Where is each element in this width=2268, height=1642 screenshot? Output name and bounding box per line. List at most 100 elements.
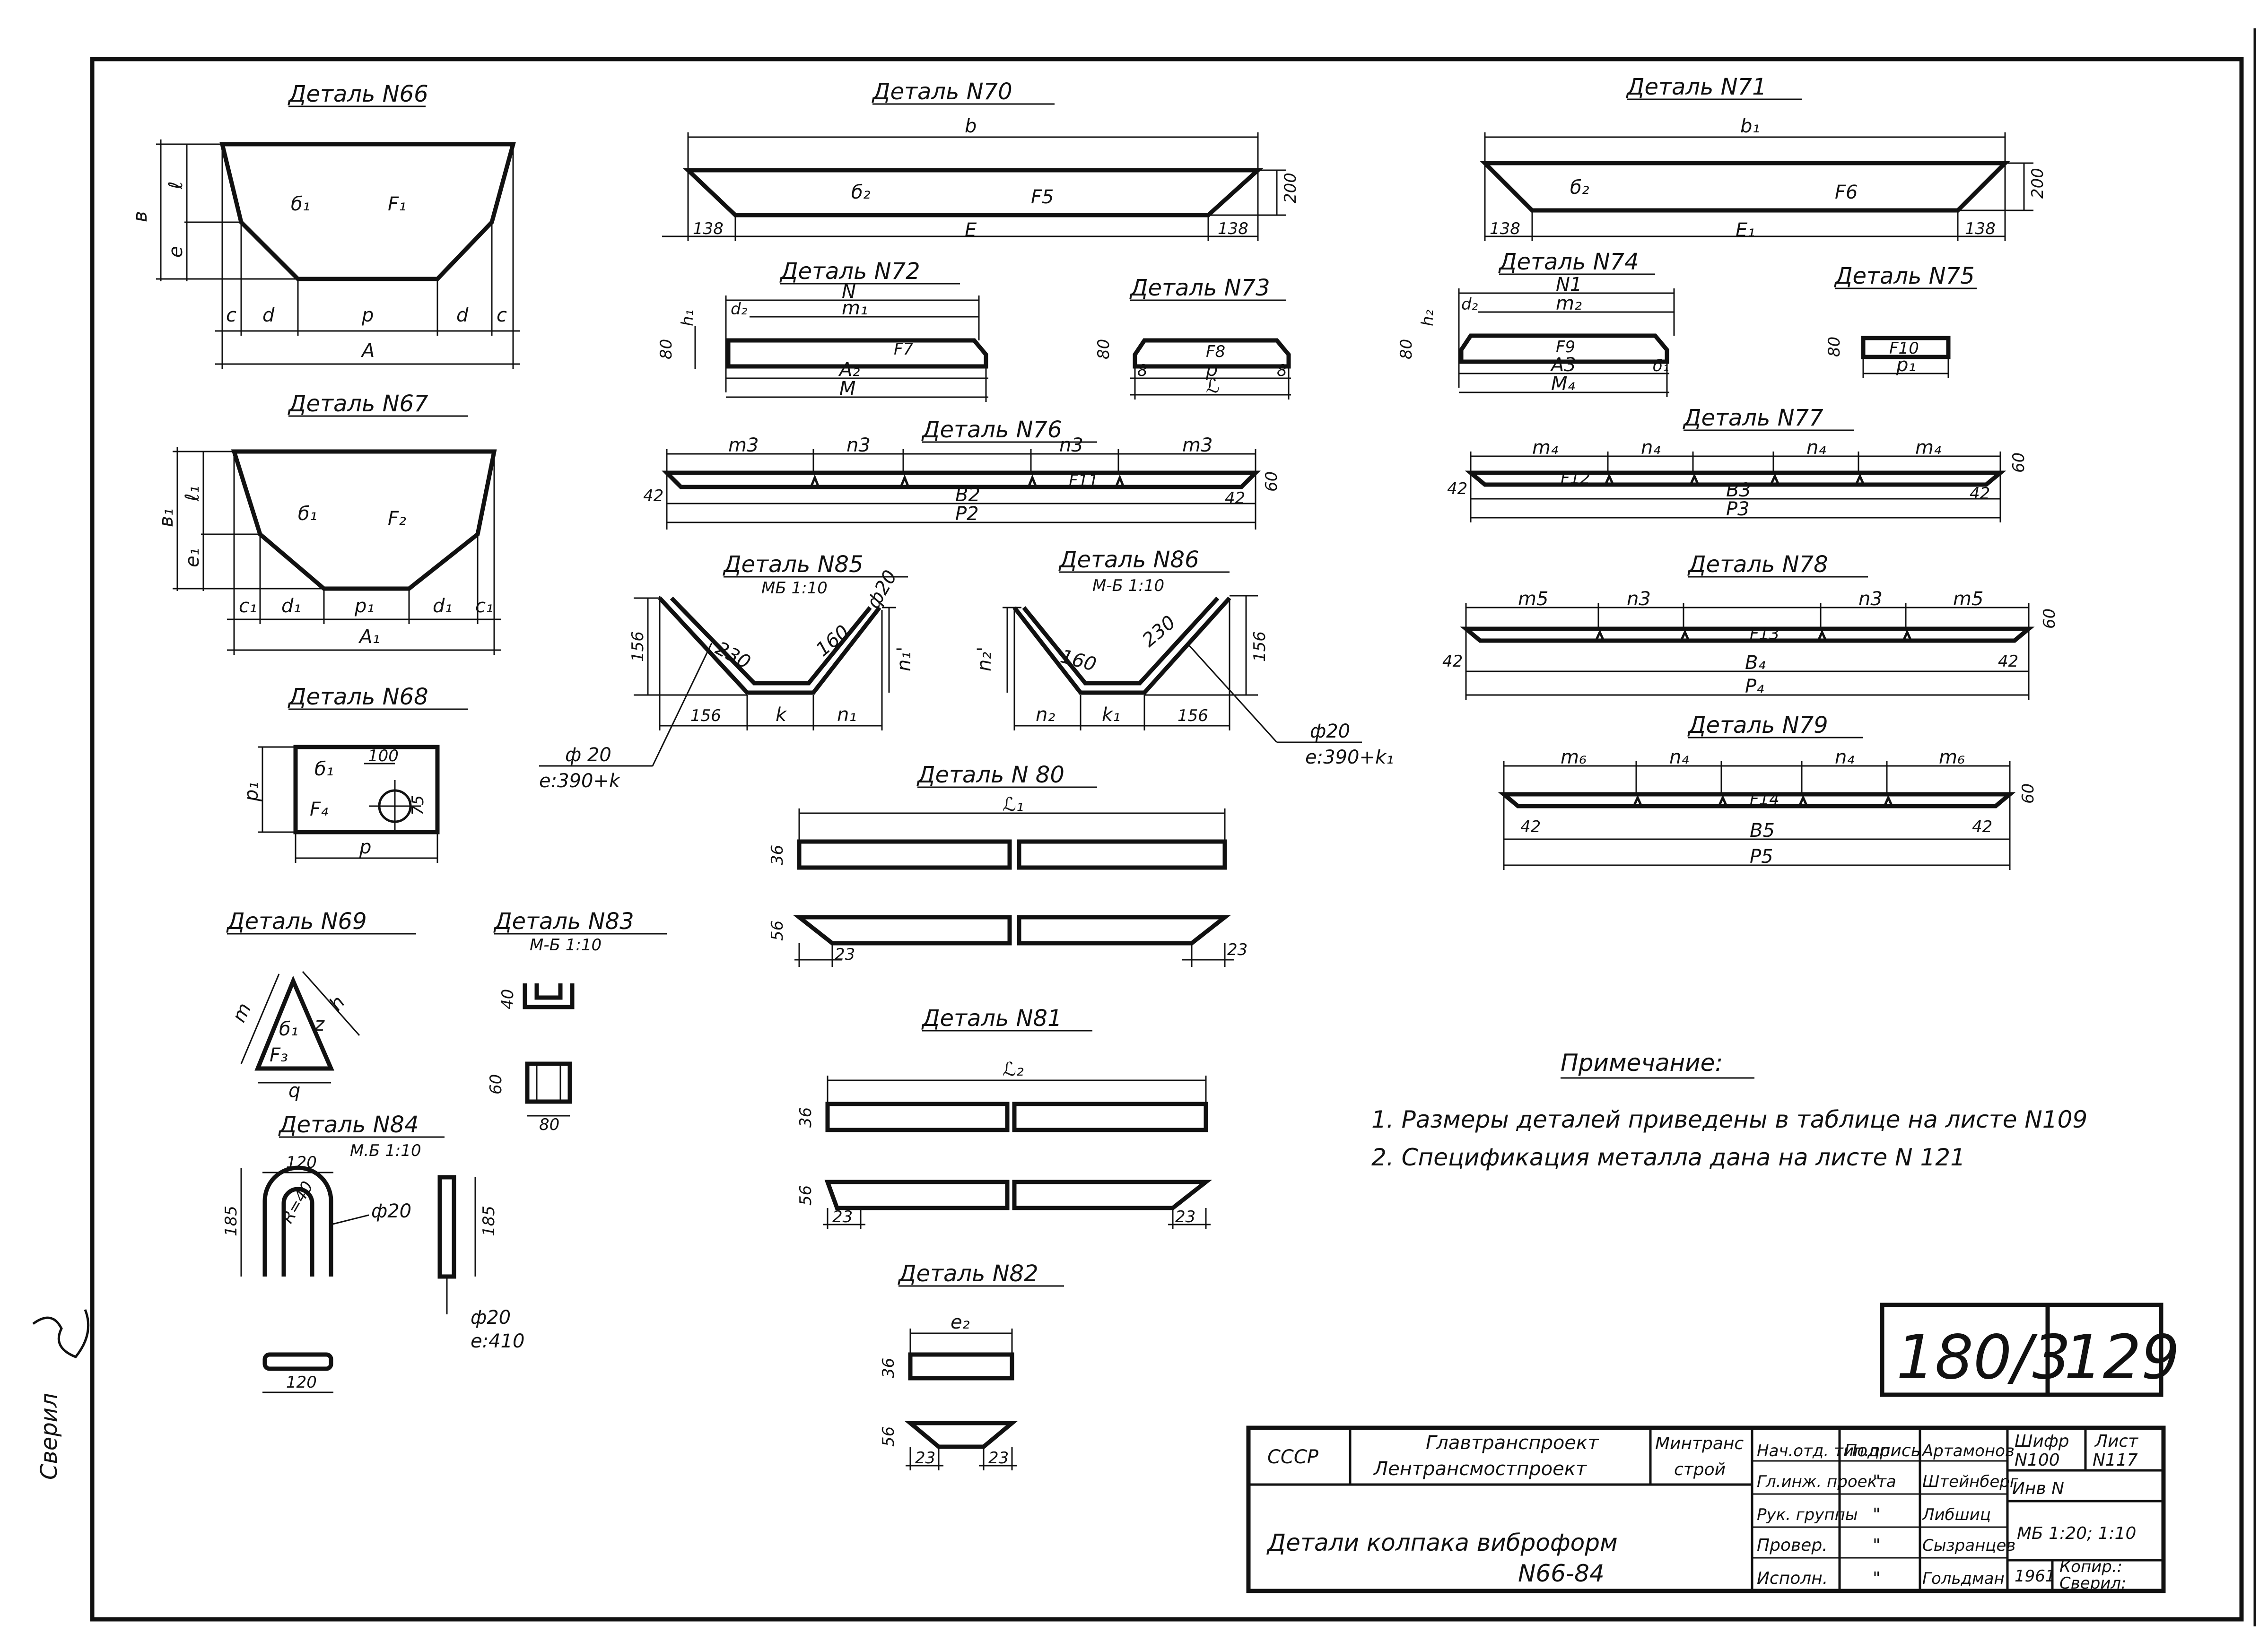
notes-heading: Примечание: xyxy=(1561,1049,1723,1077)
detail-86-bar xyxy=(1012,596,1231,695)
title-block: СССР Главтранспроект Лентрансмостпроект … xyxy=(1246,1425,2166,1593)
stamp-sign-3: " xyxy=(1873,1505,1881,1524)
detail-81-dim-l2: ℒ₂ xyxy=(1003,1059,1024,1080)
stamp-col-sign: Подпись xyxy=(1844,1441,1921,1460)
detail-76-dim-p2: P2 xyxy=(955,503,979,525)
stamp-sign-4: " xyxy=(1873,1536,1881,1555)
detail-84-dim-185b: 185 xyxy=(480,1206,498,1236)
stamp-year: 1961 xyxy=(2015,1567,2056,1586)
detail-73-dim-80: 80 xyxy=(1094,339,1113,359)
detail-66-title: Деталь N66 xyxy=(288,81,428,107)
detail-86-dim-k1: k₁ xyxy=(1102,704,1120,726)
detail-68-plate xyxy=(293,745,440,834)
detail-74-dim-n1: N1 xyxy=(1556,274,1582,295)
detail-77-dim-m4b: m₄ xyxy=(1915,437,1941,459)
detail-78-bar xyxy=(1460,626,2035,643)
detail-66-dim-a: A xyxy=(360,340,375,362)
detail-71-dim-200: 200 xyxy=(2028,168,2047,199)
detail-84-dim-120b: 120 xyxy=(286,1373,317,1392)
detail-85-dim-n1p: n₁' xyxy=(893,647,915,671)
detail-82-dim-56: 56 xyxy=(879,1426,898,1447)
detail-80: Деталь N 80 ℒ₁ 36 56 23 23 xyxy=(768,762,1247,967)
detail-66-shape xyxy=(219,142,516,281)
detail-79-dim-b5: B5 xyxy=(1750,820,1775,842)
stamp-sign-5: " xyxy=(1873,1569,1881,1588)
detail-69-dim-q: q xyxy=(288,1080,300,1102)
note-line-2: 2. Спецификация металла дана на листе N … xyxy=(1371,1144,1965,1171)
detail-76-title: Деталь N76 xyxy=(921,417,1062,443)
detail-84-side-bar xyxy=(437,1175,456,1279)
detail-83-dim-40: 40 xyxy=(498,989,517,1009)
detail-69: Деталь N69 m h q z б₁ F₃ xyxy=(226,908,416,1102)
detail-72-dim-80: 80 xyxy=(657,339,676,359)
stamp-sign-2: " xyxy=(1873,1472,1881,1491)
detail-81-dim-56: 56 xyxy=(796,1185,815,1206)
detail-83: Деталь N83 М-Б 1:10 40 60 80 xyxy=(487,908,667,1134)
detail-67-dim-c1: c₁ xyxy=(239,595,257,617)
detail-85-bar xyxy=(658,596,881,695)
detail-74-dim-80: 80 xyxy=(1397,339,1416,359)
detail-66-label-f: F₁ xyxy=(388,193,406,215)
detail-84-top-bar xyxy=(262,1352,333,1371)
detail-79: Деталь N79 m₆ n₄ n₄ m₆ 42 60 42 B5 P5 F1… xyxy=(1498,712,2038,870)
detail-71-label-b: б₂ xyxy=(1570,177,1589,199)
detail-78-dim-42b: 42 xyxy=(1998,652,2018,671)
detail-69-dim-m: m xyxy=(228,999,255,1025)
stamp-ministry-1: Минтранс xyxy=(1655,1434,1744,1453)
detail-73: Деталь N73 80 8 p 8 ℒ F8 xyxy=(1094,275,1291,400)
detail-76: Деталь N76 m3 n3 n3 m3 42 60 42 B2 P2 F1… xyxy=(643,417,1281,530)
detail-85-scale: МБ 1:10 xyxy=(761,579,828,598)
detail-79-dim-m6a: m₆ xyxy=(1561,747,1587,768)
detail-74-title: Деталь N74 xyxy=(1498,249,1639,275)
detail-68-dim-p1: p₁ xyxy=(241,782,262,802)
detail-66-label-b: б₁ xyxy=(291,193,310,215)
stamp-role-4: Провер. xyxy=(1757,1536,1828,1555)
detail-79-title: Деталь N79 xyxy=(1687,712,1828,738)
detail-68-label-b: б₁ xyxy=(314,758,334,780)
detail-66-dim-l: ℓ xyxy=(165,181,187,190)
detail-84-title: Деталь N84 xyxy=(278,1112,419,1138)
detail-86-dim-f20: ф20 xyxy=(1310,721,1350,742)
detail-84-scale: М.Б 1:10 xyxy=(350,1141,421,1160)
detail-85-dim-156a: 156 xyxy=(628,631,647,662)
detail-75-dim-p1: p₁ xyxy=(1896,354,1916,376)
stamp-name-1: Артамонов xyxy=(1921,1442,2015,1460)
detail-81-bar-bottom-left xyxy=(824,1180,1010,1210)
detail-77-label-f: F12 xyxy=(1561,469,1590,488)
detail-81-bar-top-left xyxy=(825,1102,1010,1132)
detail-75-label-f: F10 xyxy=(1889,339,1919,358)
stamp-cipher-label: Шифр xyxy=(2015,1432,2069,1451)
detail-82-dim-36: 36 xyxy=(879,1358,898,1378)
detail-86-dim-n2: n₂ xyxy=(1036,704,1055,726)
stamp-copied: Копир.: xyxy=(2059,1557,2122,1576)
detail-80-bar-top-left xyxy=(797,839,1012,870)
detail-70: Деталь N70 b 200 138 E 138 б₂ F5 xyxy=(662,78,1300,241)
stamp-ministry-2: строй xyxy=(1674,1460,1726,1479)
detail-66-dim-c1: c xyxy=(226,304,236,326)
detail-80-dim-l1: ℒ₁ xyxy=(1003,794,1024,816)
detail-72: Деталь N72 N m₁ d₂ h₁ 80 A₂ M F7 xyxy=(657,258,988,402)
detail-78-dim-m5b: m5 xyxy=(1953,588,1983,610)
detail-72-dim-d2: d₂ xyxy=(731,300,748,319)
detail-74-dim-a3: A3 xyxy=(1550,354,1576,376)
detail-80-dim-56: 56 xyxy=(768,921,787,941)
detail-82-title: Деталь N82 xyxy=(898,1260,1038,1287)
detail-83-scale: М-Б 1:10 xyxy=(530,936,602,955)
detail-78-dim-42a: 42 xyxy=(1442,652,1463,671)
detail-73-title: Деталь N73 xyxy=(1129,275,1270,301)
detail-67-title: Деталь N67 xyxy=(288,391,428,417)
detail-69-title: Деталь N69 xyxy=(226,908,367,935)
detail-76-label-f: F11 xyxy=(1069,471,1099,490)
detail-85-dim-156b: 156 xyxy=(690,706,721,725)
detail-81: Деталь N81 ℒ₂ 36 56 23 23 xyxy=(796,1005,1213,1229)
detail-78-dim-b4: B₄ xyxy=(1745,652,1765,674)
detail-86-scale: М-Б 1:10 xyxy=(1092,576,1164,595)
stamp-country: СССР xyxy=(1267,1446,1319,1468)
detail-80-bar-bottom-right xyxy=(1017,915,1231,946)
detail-85-dim-230: 230 xyxy=(712,637,754,673)
detail-79-dim-n4b: n₄ xyxy=(1835,747,1854,768)
detail-66-dim-e: е xyxy=(165,246,187,258)
sheet-number-box: 180/3 129 xyxy=(1880,1303,2180,1397)
detail-68-label-f: F₄ xyxy=(310,799,328,820)
detail-73-dim-8b: 8 xyxy=(1277,361,1287,380)
